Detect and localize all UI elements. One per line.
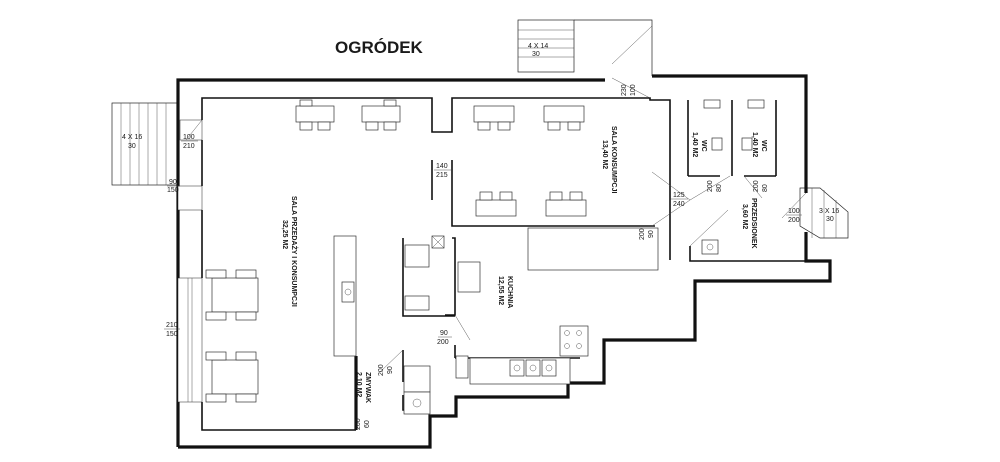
room-dishwash: ZMYWAK 2,10 M2 bbox=[355, 372, 371, 403]
stairs-top-label: 4 X 14 bbox=[528, 43, 548, 50]
room-consumption-name: SALA KONSUMPCJI bbox=[610, 126, 617, 193]
dim-dishwash-door-top: 90 bbox=[387, 366, 394, 374]
room-main-hall-name: SALA PRZEDAŻY I KONSUMPCJI bbox=[290, 196, 298, 307]
dim-wc-2-door-bottom: 200 bbox=[753, 180, 760, 192]
dim-wc-1-door-bottom: 200 bbox=[707, 180, 714, 192]
dim-vestibule-door-bottom: 240 bbox=[673, 201, 685, 208]
dim-wc-2-door-top: 80 bbox=[762, 184, 769, 192]
room-vestibule: PRZEDSIONEK 3,60 M2 bbox=[741, 198, 757, 249]
room-wc-2-area: 1,40 M2 bbox=[751, 132, 758, 157]
dim-left-window-top: 90 bbox=[169, 179, 177, 186]
dim-dishwash-window-bottom: 200 bbox=[355, 418, 362, 430]
dim-left-door-top: 100 bbox=[183, 134, 195, 141]
wc-fixtures bbox=[701, 99, 765, 255]
room-vestibule-area: 3,60 M2 bbox=[741, 204, 748, 229]
tables-top-right bbox=[473, 105, 585, 131]
room-kitchen-name: KUCHNIA bbox=[506, 276, 513, 308]
dim-hall-passage-bottom: 215 bbox=[436, 172, 448, 179]
dim-left-door-bottom: 210 bbox=[183, 143, 195, 150]
stairs-left-label: 4 X 16 bbox=[122, 134, 142, 141]
dim-entrance-door-bottom: 200 bbox=[788, 217, 800, 224]
dim-left-big-window: 210 150 bbox=[164, 322, 180, 338]
dim-left-window-bottom: 150 bbox=[167, 187, 179, 194]
room-main-hall: SALA PRZEDAŻY I KONSUMPCJI 32,25 M2 bbox=[281, 196, 298, 307]
dim-left-big-window-top: 210 bbox=[166, 322, 178, 329]
stairs-top: 4 X 14 30 bbox=[517, 19, 653, 76]
dim-dishwash-door-bottom: 200 bbox=[378, 364, 385, 376]
room-wc-1-area: 1,40 M2 bbox=[691, 132, 698, 157]
room-dishwash-area: 2,10 M2 bbox=[355, 372, 362, 397]
stairs-left: 4 X 16 30 bbox=[111, 102, 179, 186]
room-main-hall-area: 32,25 M2 bbox=[281, 220, 288, 249]
dim-left-window: 90 150 bbox=[167, 179, 180, 194]
room-wc-1-name: WC bbox=[700, 140, 707, 152]
dim-top-door: 100 230 bbox=[621, 84, 637, 96]
room-wc-1: WC 1,40 M2 bbox=[691, 132, 707, 157]
stairs-right: 3 X 16 30 bbox=[799, 187, 849, 239]
room-kitchen-area: 12,55 M2 bbox=[497, 276, 504, 305]
dim-kitchen-side-door-top: 90 bbox=[440, 330, 448, 337]
dim-top-door-top: 100 bbox=[630, 84, 637, 96]
dim-left-big-window-bottom: 150 bbox=[166, 331, 178, 338]
dim-dishwash-door: 90 200 bbox=[378, 364, 394, 376]
room-consumption: SALA KONSUMPCJI 13,40 M2 bbox=[601, 126, 617, 193]
room-wc-2: WC 1,40 M2 bbox=[751, 132, 767, 157]
dim-hall-passage: 140 215 bbox=[434, 163, 451, 179]
stairs-top-sub: 30 bbox=[532, 51, 540, 58]
room-dishwash-name: ZMYWAK bbox=[364, 372, 371, 403]
door-swings bbox=[379, 77, 807, 373]
counter bbox=[333, 235, 445, 357]
dim-dishwash-window-top: 60 bbox=[364, 420, 371, 428]
dim-kitchen-door-bottom: 200 bbox=[639, 228, 646, 240]
dim-vestibule-door-top: 125 bbox=[673, 192, 685, 199]
dim-hall-passage-top: 140 bbox=[436, 163, 448, 170]
tables-left bbox=[205, 269, 259, 403]
tables-mid-right bbox=[475, 191, 587, 217]
room-kitchen: KUCHNIA 12,55 M2 bbox=[497, 276, 513, 308]
dim-entrance-door: 100 200 bbox=[786, 208, 802, 224]
dim-wc-2-door: 80 200 bbox=[753, 180, 769, 192]
dim-wc-1-door-top: 80 bbox=[716, 184, 723, 192]
garden-label: OGRÓDEK bbox=[335, 38, 424, 57]
room-wc-2-name: WC bbox=[760, 140, 767, 152]
dim-entrance-door-top: 100 bbox=[788, 208, 800, 215]
stairs-right-label: 3 X 16 bbox=[819, 208, 839, 215]
dim-kitchen-side-door-bottom: 200 bbox=[437, 339, 449, 346]
tables-top-left bbox=[295, 99, 401, 131]
left-windows bbox=[177, 119, 203, 403]
stairs-left-sub: 30 bbox=[128, 143, 136, 150]
dim-kitchen-door-top: 90 bbox=[648, 230, 655, 238]
dim-top-door-bottom: 230 bbox=[621, 84, 628, 96]
dim-left-door: 100 210 bbox=[181, 134, 198, 150]
dim-dishwash-window: 60 200 bbox=[355, 418, 371, 430]
kitchen-equipment bbox=[403, 227, 659, 415]
dim-vestibule-door: 125 240 bbox=[671, 192, 688, 208]
dim-kitchen-side-door: 90 200 bbox=[437, 330, 452, 346]
stairs-right-sub: 30 bbox=[826, 216, 834, 223]
dim-wc-1-door: 80 200 bbox=[707, 180, 723, 192]
dim-kitchen-door: 90 200 bbox=[639, 228, 655, 240]
room-consumption-area: 13,40 M2 bbox=[601, 140, 608, 169]
room-vestibule-name: PRZEDSIONEK bbox=[750, 198, 757, 249]
